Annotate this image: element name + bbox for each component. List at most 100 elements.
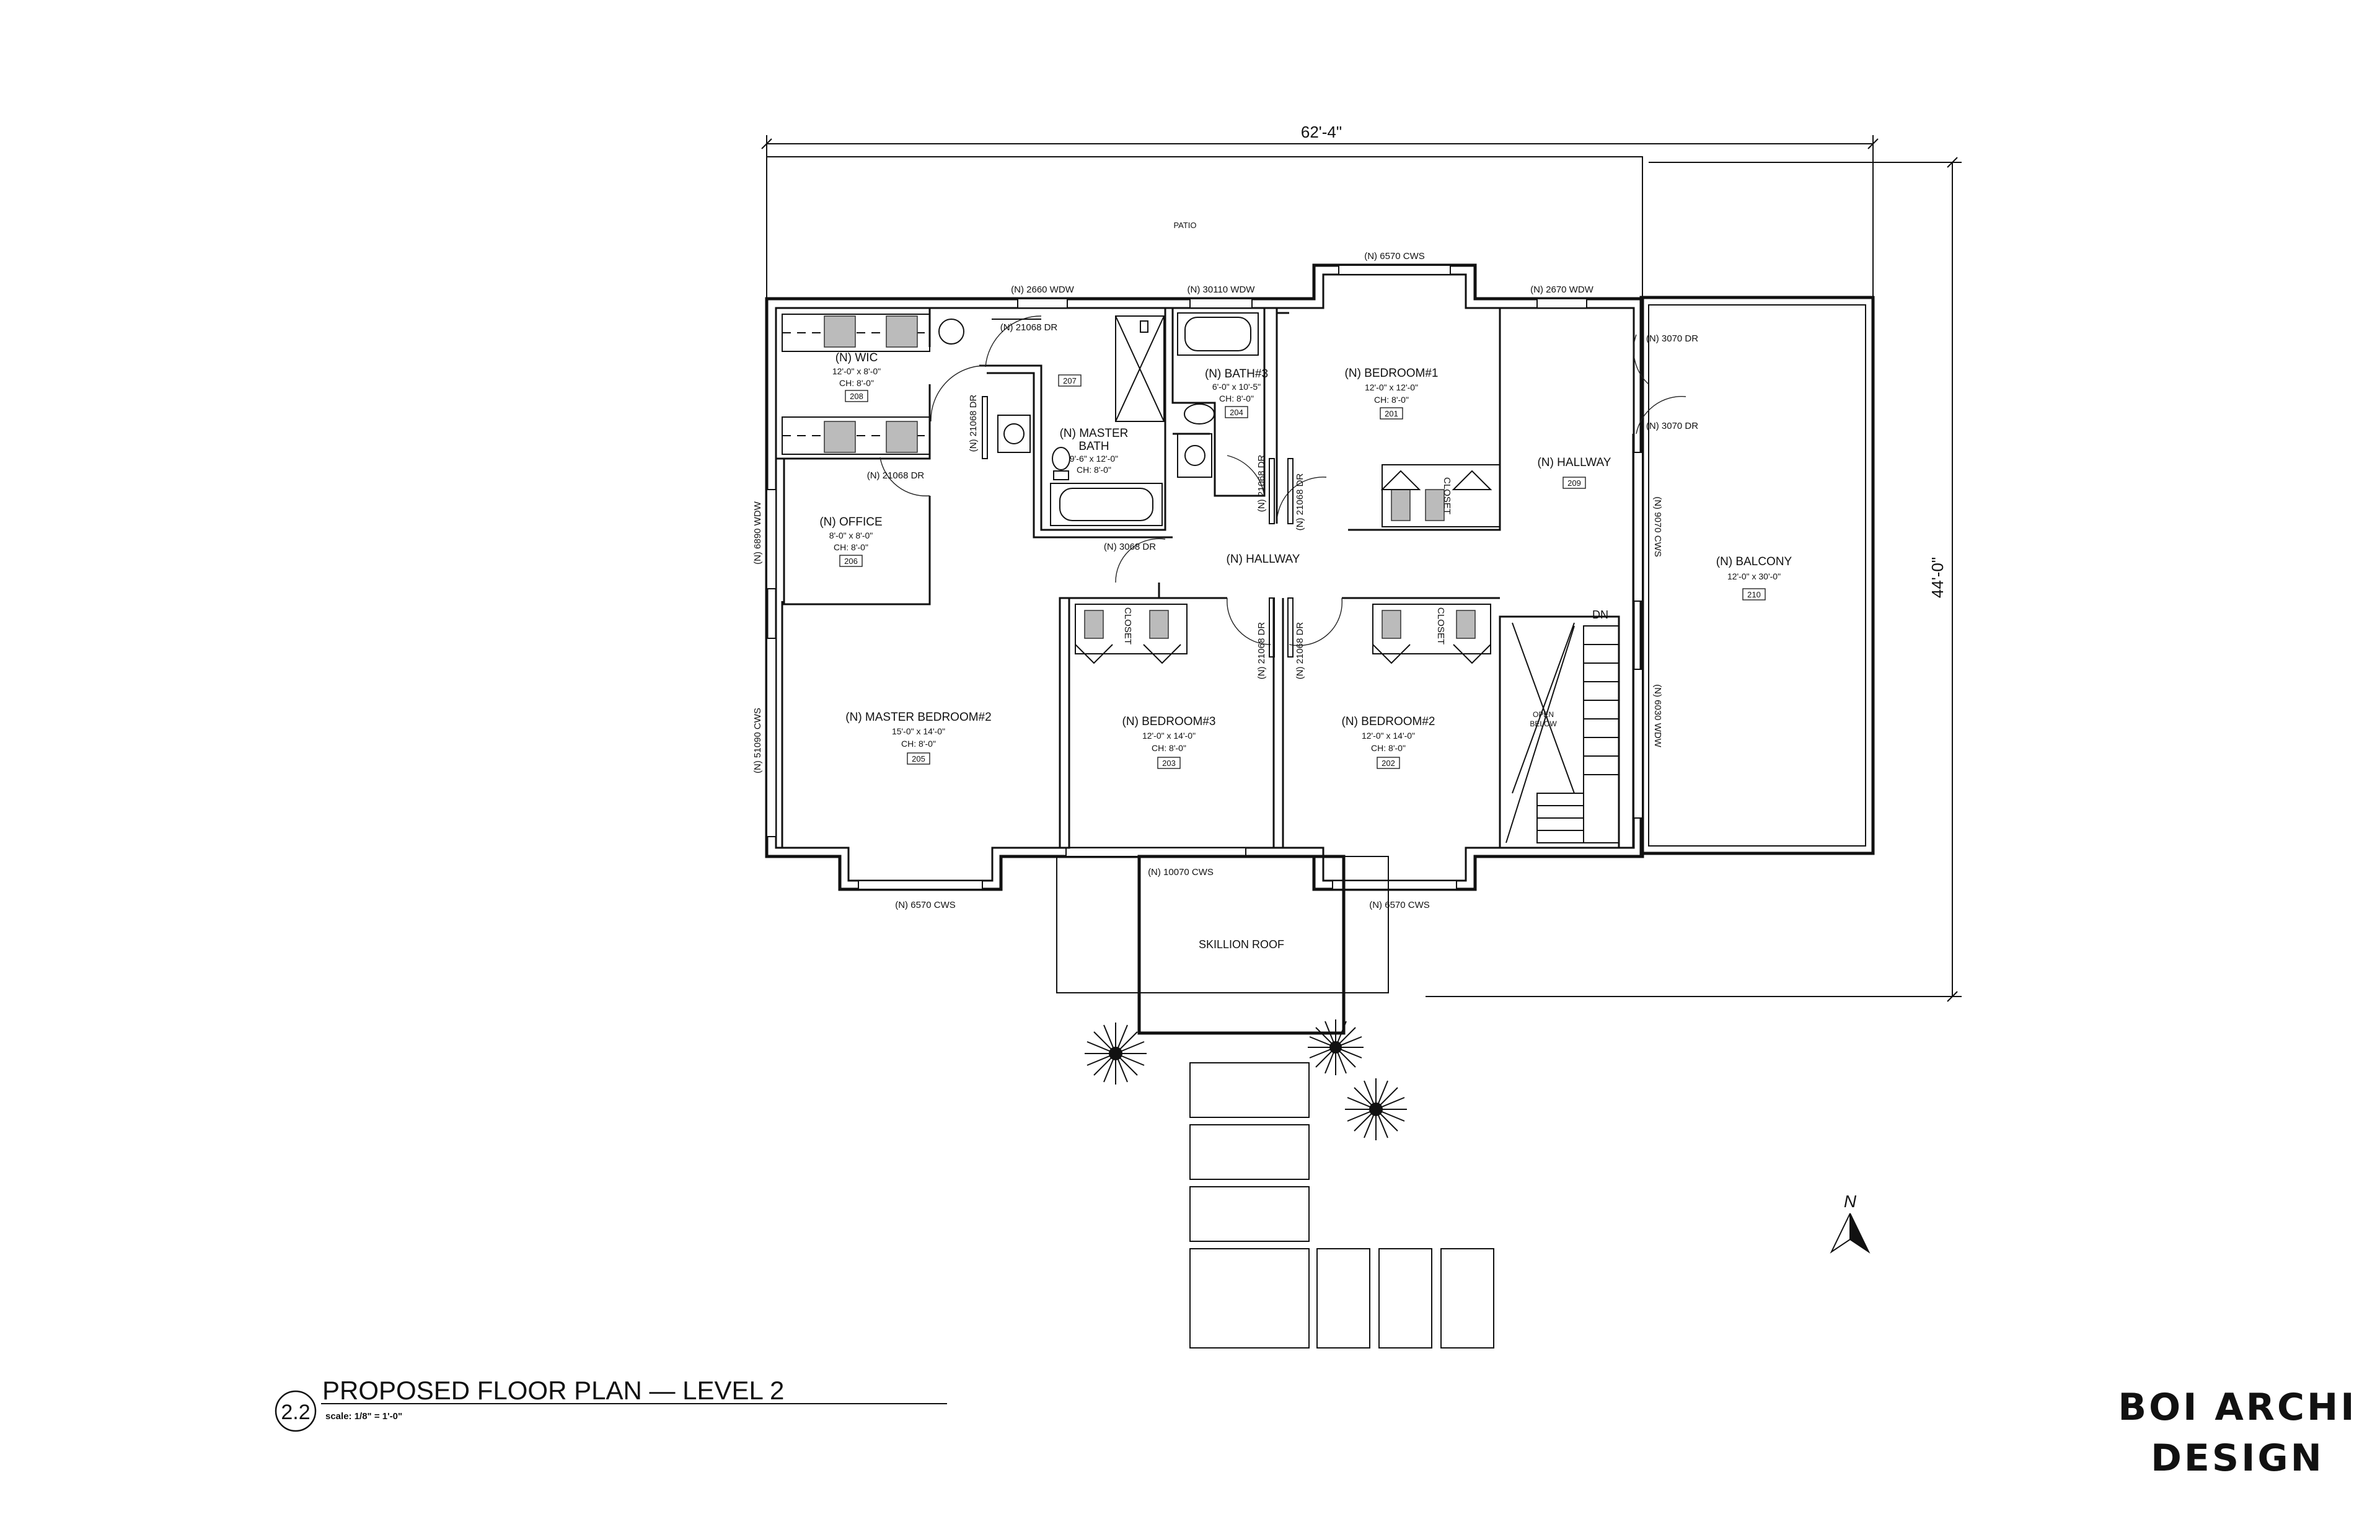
label-d-21068-b3: (N) 21068 DR: [1256, 455, 1267, 513]
north-label: N: [1844, 1192, 1857, 1211]
room-hallway-east: (N) HALLWAY 209: [1538, 456, 1611, 489]
drawing-title: PROPOSED FLOOR PLAN — LEVEL 2: [322, 1376, 784, 1405]
svg-text:205: 205: [912, 754, 925, 763]
svg-text:(N) HALLWAY: (N) HALLWAY: [1227, 553, 1300, 566]
label-d-3070-a: (N) 3070 DR: [1646, 333, 1698, 344]
closet-label-b2: CLOSET: [1435, 607, 1446, 645]
stair: DN OPEN BELOW: [1505, 609, 1620, 843]
label-w-51090: (N) 51090 CWS: [752, 708, 763, 773]
dimension-width-label: 62'-4": [1301, 123, 1342, 141]
svg-text:CH: 8'-0": CH: 8'-0": [839, 378, 874, 388]
fixtures: CLOSET CLOSET CLOSET: [782, 312, 1501, 664]
windows: [766, 265, 1643, 890]
room-master-bath: 207 (N) MASTER BATH 9'-6" x 12'-0" CH: 8…: [1058, 374, 1129, 475]
window-2670: [1536, 298, 1587, 309]
room-bath3: (N) BATH#3 6'-0" x 10'-5" CH: 8'-0" 204: [1205, 367, 1268, 418]
svg-text:CH: 8'-0": CH: 8'-0": [1219, 394, 1254, 403]
exterior-walls: [765, 263, 1644, 891]
window-30110: [1189, 298, 1253, 309]
room-bedroom1: (N) BEDROOM#1 12'-0" x 12'-0" CH: 8'-0" …: [1345, 367, 1438, 420]
skillion-roof-label: SKILLION ROOF: [1199, 938, 1284, 951]
svg-text:206: 206: [844, 557, 858, 566]
svg-text:(N) MASTER BEDROOM#2: (N) MASTER BEDROOM#2: [845, 711, 991, 724]
label-d-3070-b: (N) 3070 DR: [1646, 421, 1698, 431]
drawing-number: 2.2: [281, 1401, 310, 1424]
open-below-label-2: BELOW: [1530, 719, 1557, 728]
window-6890: [766, 489, 777, 589]
plant-2: [1308, 1019, 1364, 1075]
drawing-scale: scale: 1/8" = 1'-0": [325, 1411, 402, 1422]
open-below-label-1: OPEN: [1533, 710, 1554, 719]
dimension-depth: 44'-0": [1426, 157, 1962, 1002]
interior-walls: [776, 308, 1634, 849]
dimension-width: 62'-4": [761, 123, 1879, 299]
window-2660: [1017, 298, 1068, 309]
svg-text:6'-0" x 10'-5": 6'-0" x 10'-5": [1212, 382, 1261, 392]
room-bedroom2: (N) BEDROOM#2 12'-0" x 14'-0" CH: 8'-0" …: [1342, 715, 1435, 769]
brand-line-1: BOI ARCHI: [2118, 1386, 2357, 1429]
svg-text:CH: 8'-0": CH: 8'-0": [1371, 743, 1406, 753]
label-w-6890: (N) 6890 WDW: [752, 501, 763, 565]
svg-text:CH: 8'-0": CH: 8'-0": [1152, 743, 1186, 753]
brand-logo: BOI ARCHI DESIGN: [2113, 1382, 2361, 1484]
plant-3: [1345, 1078, 1407, 1140]
svg-text:(N) BALCONY: (N) BALCONY: [1716, 555, 1792, 568]
dimension-depth-label: 44'-0": [1928, 557, 1947, 598]
svg-text:12'-0" x 30'-0": 12'-0" x 30'-0": [1727, 571, 1781, 581]
svg-text:204: 204: [1230, 408, 1243, 417]
svg-text:207: 207: [1063, 376, 1077, 385]
svg-text:12'-0" x 14'-0": 12'-0" x 14'-0": [1142, 731, 1196, 741]
room-office: (N) OFFICE 8'-0" x 8'-0" CH: 8'-0" 206: [819, 516, 883, 567]
label-d-21068-b2: (N) 21068 DR: [1295, 622, 1305, 680]
svg-text:(N) OFFICE: (N) OFFICE: [819, 516, 882, 529]
room-master-bedroom2: (N) MASTER BEDROOM#2 15'-0" x 14'-0" CH:…: [845, 711, 992, 765]
patio-label: PATIO: [1173, 221, 1196, 230]
room-balcony: (N) BALCONY 12'-0" x 30'-0" 210: [1716, 555, 1792, 601]
label-w-6570-br: (N) 6570 CWS: [1369, 900, 1430, 910]
window-6570-bl: [858, 880, 983, 890]
closet-label-b3: CLOSET: [1122, 607, 1133, 645]
label-w-10070: (N) 10070 CWS: [1148, 867, 1214, 878]
svg-text:12'-0" x 14'-0": 12'-0" x 14'-0": [1362, 731, 1415, 741]
svg-text:12'-0" x 12'-0": 12'-0" x 12'-0": [1365, 382, 1418, 392]
window-6030: [1633, 669, 1643, 819]
svg-text:201: 201: [1385, 409, 1398, 418]
svg-text:8'-0" x 8'-0": 8'-0" x 8'-0": [829, 530, 873, 540]
label-d-21068-bath: (N) 21068 DR: [968, 395, 979, 452]
window-6570-br: [1332, 880, 1457, 890]
room-wic: (N) WIC 12'-0" x 8'-0" CH: 8'-0" 208: [832, 351, 881, 402]
svg-text:(N) BEDROOM#2: (N) BEDROOM#2: [1342, 715, 1435, 728]
svg-text:203: 203: [1162, 759, 1176, 768]
svg-text:CH: 8'-0": CH: 8'-0": [834, 542, 868, 552]
svg-text:CH: 8'-0": CH: 8'-0": [901, 739, 936, 749]
patio: PATIO: [766, 156, 1643, 299]
brand-line-2: DESIGN: [2151, 1437, 2324, 1480]
label-w-6030: (N) 6030 WDW: [1652, 684, 1663, 748]
svg-text:208: 208: [850, 392, 863, 401]
svg-text:(N) WIC: (N) WIC: [835, 351, 878, 364]
label-w-2660: (N) 2660 WDW: [1011, 284, 1075, 295]
plant-1: [1085, 1023, 1147, 1085]
window-6570-top: [1338, 265, 1451, 275]
svg-text:12'-0" x 8'-0": 12'-0" x 8'-0": [832, 366, 881, 376]
label-d-21068-wic: (N) 21068 DR: [1000, 322, 1058, 333]
label-w-6570-top: (N) 6570 CWS: [1364, 251, 1425, 262]
label-w-30110: (N) 30110 WDW: [1188, 284, 1256, 295]
room-hallway: (N) HALLWAY: [1227, 553, 1300, 566]
label-w-9070: (N) 9070 CWS: [1652, 496, 1663, 557]
svg-text:202: 202: [1382, 759, 1395, 768]
window-51090: [766, 638, 777, 837]
svg-text:(N) BATH#3: (N) BATH#3: [1205, 367, 1268, 381]
svg-text:CH: 8'-0": CH: 8'-0": [1374, 395, 1409, 405]
svg-text:210: 210: [1747, 590, 1761, 599]
svg-text:(N) MASTER: (N) MASTER: [1060, 427, 1129, 440]
svg-text:(N) HALLWAY: (N) HALLWAY: [1538, 456, 1611, 469]
label-d-21068-office: (N) 21068 DR: [867, 470, 925, 481]
skillion-roof: SKILLION ROOF: [1056, 855, 1389, 1035]
doors: [879, 315, 1686, 658]
svg-text:(N) BEDROOM#3: (N) BEDROOM#3: [1122, 715, 1216, 728]
room-bedroom3: (N) BEDROOM#3 12'-0" x 14'-0" CH: 8'-0" …: [1122, 715, 1216, 769]
north-arrow-icon: N: [1830, 1192, 1871, 1254]
svg-text:BATH: BATH: [1078, 440, 1109, 453]
